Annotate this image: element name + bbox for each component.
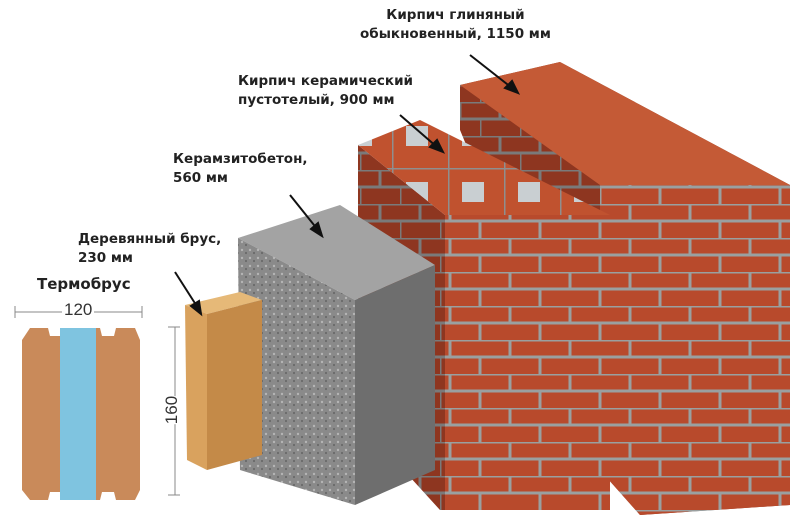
label-line: пустотелый, 900 мм: [238, 92, 395, 108]
label-solid-brick: Кирпич глиняный обыкновенный, 1150 мм: [360, 6, 551, 44]
label-line: Деревянный брус,: [78, 231, 222, 247]
claydite-concrete-block: [238, 205, 435, 505]
label-line: Кирпич керамический: [238, 73, 414, 89]
wood-beam: [185, 292, 262, 470]
label-wood-beam: Деревянный брус, 230 мм: [78, 230, 221, 268]
pointer-arrows: [174, 54, 521, 317]
thermobeam-width: 120: [62, 300, 95, 320]
label-hollow-brick: Кирпич керамический пустотелый, 900 мм: [238, 72, 413, 110]
solid-brick-wall: [460, 62, 790, 515]
label-claydite: Керамзитобетон, 560 мм: [173, 150, 308, 188]
label-line: 230 мм: [78, 250, 133, 266]
thermobeam-profile: [14, 306, 180, 500]
label-line: Керамзитобетон,: [173, 151, 308, 167]
label-line: 560 мм: [173, 170, 228, 186]
label-line: обыкновенный, 1150 мм: [360, 26, 551, 42]
thermobeam-height: 160: [162, 395, 183, 425]
label-line: Кирпич глиняный: [386, 7, 525, 23]
thermobeam-title: Термобрус: [37, 275, 131, 293]
